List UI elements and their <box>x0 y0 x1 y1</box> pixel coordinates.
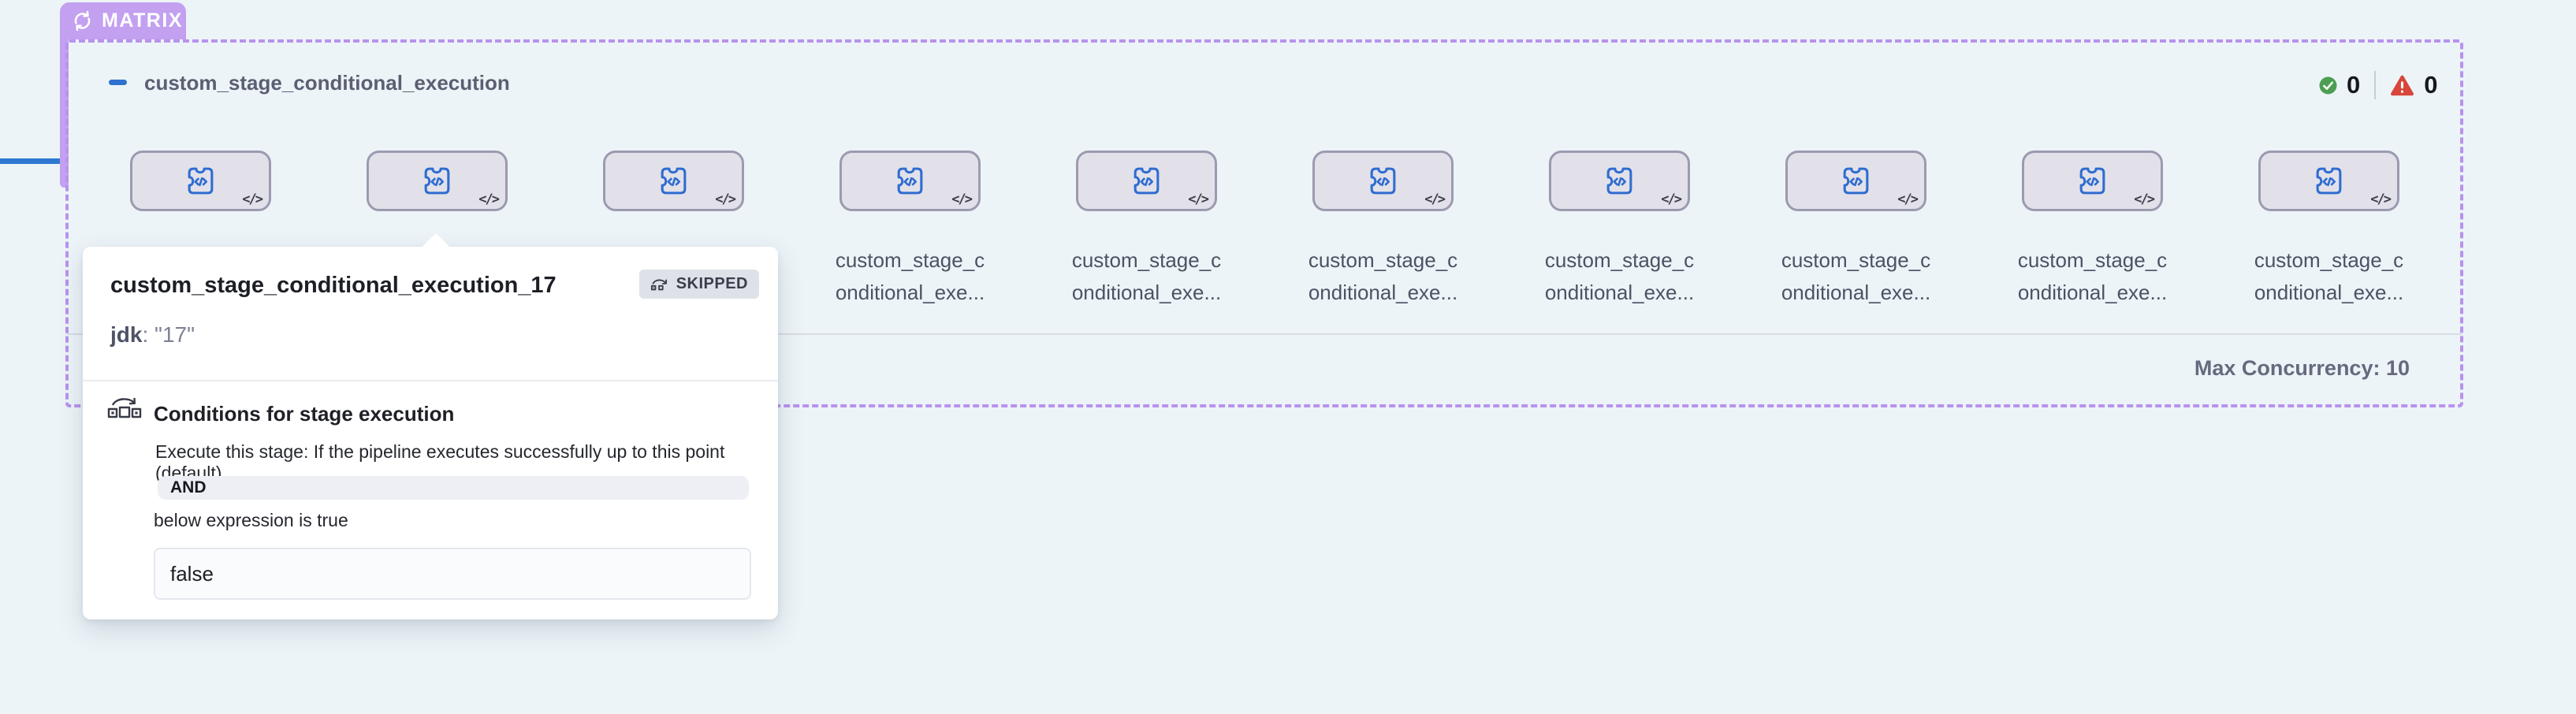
matrix-node-cell: </> custom_stage_c onditional_exe... <box>363 151 512 304</box>
status-divider <box>2374 71 2377 99</box>
code-puzzle-icon <box>657 165 690 197</box>
max-concurrency-label: Max Concurrency: 10 <box>2194 356 2410 380</box>
param-key: jdk <box>110 322 143 347</box>
code-puzzle-icon <box>2313 165 2345 197</box>
stage-node-label: custom_stage_c onditional_exe... <box>1071 248 1222 304</box>
matrix-node-cell: </> custom_stage_c onditional_exe... <box>836 151 985 304</box>
code-puzzle-icon <box>1130 165 1163 197</box>
code-puzzle-icon <box>1603 165 1636 197</box>
success-count: 0 <box>2347 71 2361 99</box>
matrix-stage-node[interactable]: </> <box>367 151 508 211</box>
matrix-stage-node[interactable]: </> <box>1312 151 1454 211</box>
matrix-stage-title: custom_stage_conditional_execution <box>144 71 510 95</box>
matrix-left-bar <box>60 38 69 188</box>
matrix-stage-node[interactable]: </> <box>1785 151 1926 211</box>
condition-subtext: below expression is true <box>154 510 348 530</box>
code-puzzle-icon <box>894 165 926 197</box>
status-badge-label: SKIPPED <box>676 275 748 292</box>
matrix-node-cell: </> custom_stage_c onditional_exe... <box>2254 151 2403 304</box>
matrix-stage-node[interactable]: </> <box>839 151 981 211</box>
failed-count: 0 <box>2424 71 2438 99</box>
stage-tooltip: custom_stage_conditional_execution_17 SK… <box>83 232 778 619</box>
matrix-badge[interactable]: MATRIX <box>60 2 186 39</box>
matrix-stage-node[interactable]: </> <box>2022 151 2163 211</box>
skip-arrow-icon <box>650 277 669 292</box>
tooltip-stage-title: custom_stage_conditional_execution_17 <box>110 273 557 298</box>
code-glyph-icon: </> <box>715 192 736 207</box>
matrix-node-cell: </> custom_stage_c onditional_exe... <box>126 151 275 304</box>
code-glyph-icon: </> <box>1188 192 1209 207</box>
code-glyph-icon: </> <box>951 192 973 207</box>
code-glyph-icon: </> <box>1897 192 1919 207</box>
matrix-node-cell: </> custom_stage_c onditional_exe... <box>2018 151 2167 304</box>
matrix-stage-node[interactable]: </> <box>603 151 744 211</box>
skip-stages-icon <box>106 396 142 427</box>
matrix-node-cell: </> custom_stage_c onditional_exe... <box>1545 151 1694 304</box>
matrix-stage-node[interactable]: </> <box>130 151 271 211</box>
matrix-stage-node[interactable]: </> <box>2258 151 2399 211</box>
conditions-heading: Conditions for stage execution <box>154 402 455 426</box>
matrix-stage-node[interactable]: </> <box>1549 151 1690 211</box>
code-puzzle-icon <box>1367 165 1399 197</box>
stage-node-label: custom_stage_c onditional_exe... <box>2017 248 2168 304</box>
code-puzzle-icon <box>1840 165 1872 197</box>
code-glyph-icon: </> <box>478 192 500 207</box>
pipeline-connector-line <box>0 158 61 164</box>
condition-expression-box: false <box>154 548 751 600</box>
matrix-node-cell: </> custom_stage_c onditional_exe... <box>599 151 748 304</box>
code-glyph-icon: </> <box>1424 192 1446 207</box>
status-badge: SKIPPED <box>638 270 759 299</box>
stage-node-label: custom_stage_c onditional_exe... <box>835 248 985 304</box>
code-puzzle-icon <box>184 165 217 197</box>
code-puzzle-icon <box>2076 165 2109 197</box>
condition-expression-value: false <box>170 561 214 586</box>
condition-operator-bar: AND <box>158 476 749 500</box>
code-puzzle-icon <box>421 165 453 197</box>
status-summary: 0 0 <box>2319 69 2438 101</box>
matrix-node-row: </> custom_stage_c onditional_exe... </>… <box>126 151 2403 304</box>
matrix-stage-node[interactable]: </> <box>1076 151 1217 211</box>
param-value: : "17" <box>142 322 195 347</box>
matrix-node-cell: </> custom_stage_c onditional_exe... <box>1308 151 1457 304</box>
code-glyph-icon: </> <box>2134 192 2155 207</box>
matrix-node-cell: </> custom_stage_c onditional_exe... <box>1781 151 1930 304</box>
stage-parameter: jdk: "17" <box>110 322 195 348</box>
check-circle-icon <box>2319 76 2337 95</box>
tooltip-divider <box>83 380 778 381</box>
code-glyph-icon: </> <box>1661 192 1682 207</box>
matrix-node-cell: </> custom_stage_c onditional_exe... <box>1072 151 1221 304</box>
collapse-minus-icon[interactable] <box>109 80 127 85</box>
code-glyph-icon: </> <box>242 192 263 207</box>
footer-separator <box>67 333 2462 335</box>
code-glyph-icon: </> <box>2370 192 2392 207</box>
stage-node-label: custom_stage_c onditional_exe... <box>1308 248 1458 304</box>
condition-operator-label: AND <box>170 478 207 496</box>
warning-triangle-icon <box>2390 75 2414 96</box>
stage-node-label: custom_stage_c onditional_exe... <box>1781 248 1931 304</box>
matrix-badge-label: MATRIX <box>102 9 183 32</box>
stage-node-label: custom_stage_c onditional_exe... <box>1544 248 1695 304</box>
stage-node-label: custom_stage_c onditional_exe... <box>2254 248 2404 304</box>
matrix-container <box>65 39 2463 407</box>
loop-icon <box>72 10 93 32</box>
